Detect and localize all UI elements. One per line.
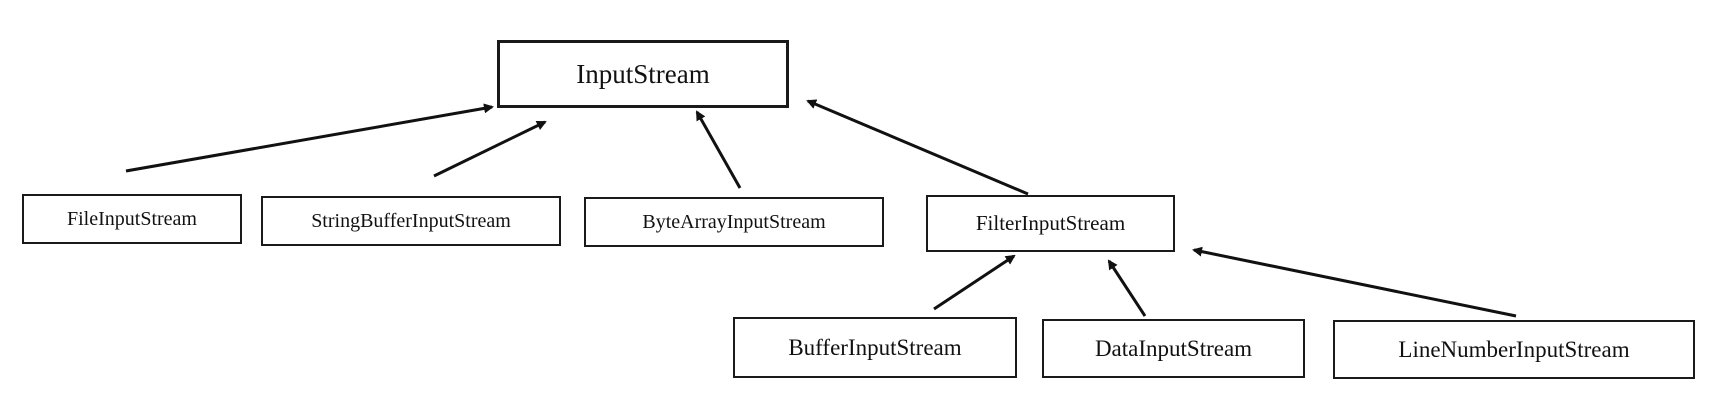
byte-array-input-stream-box: ByteArrayInputStream [584,197,884,247]
filter-input-stream-box: FilterInputStream [926,195,1175,252]
filter-input-stream-label: FilterInputStream [975,211,1126,235]
string-buffer-input-stream-label: StringBufferInputStream [311,209,511,232]
input-stream-label: InputStream [576,58,710,89]
line-number-input-stream-label: LineNumberInputStream [1398,336,1630,362]
arrow-file-to-input [125,103,494,173]
byte-array-input-stream-label: ByteArrayInputStream [642,210,826,233]
file-input-stream-box: FileInputStream [22,194,242,244]
buffer-input-stream-box: BufferInputStream [733,317,1017,378]
string-buffer-input-stream-box: StringBufferInputStream [261,196,561,246]
arrow-stringbuffer-to-input [433,120,547,178]
input-stream-box: InputStream [497,40,789,108]
line-number-input-stream-box: LineNumberInputStream [1333,320,1695,379]
buffer-input-stream-label: BufferInputStream [788,334,962,360]
arrow-data-to-filter [1107,259,1147,317]
file-input-stream-label: FileInputStream [67,207,197,230]
arrow-linenumber-to-filter [1192,246,1517,318]
arrow-bytearray-to-input [695,110,742,189]
data-input-stream-box: DataInputStream [1042,319,1305,378]
data-input-stream-label: DataInputStream [1094,335,1253,361]
arrow-filter-to-input [806,99,1029,196]
arrow-buffer-to-filter [933,254,1016,311]
